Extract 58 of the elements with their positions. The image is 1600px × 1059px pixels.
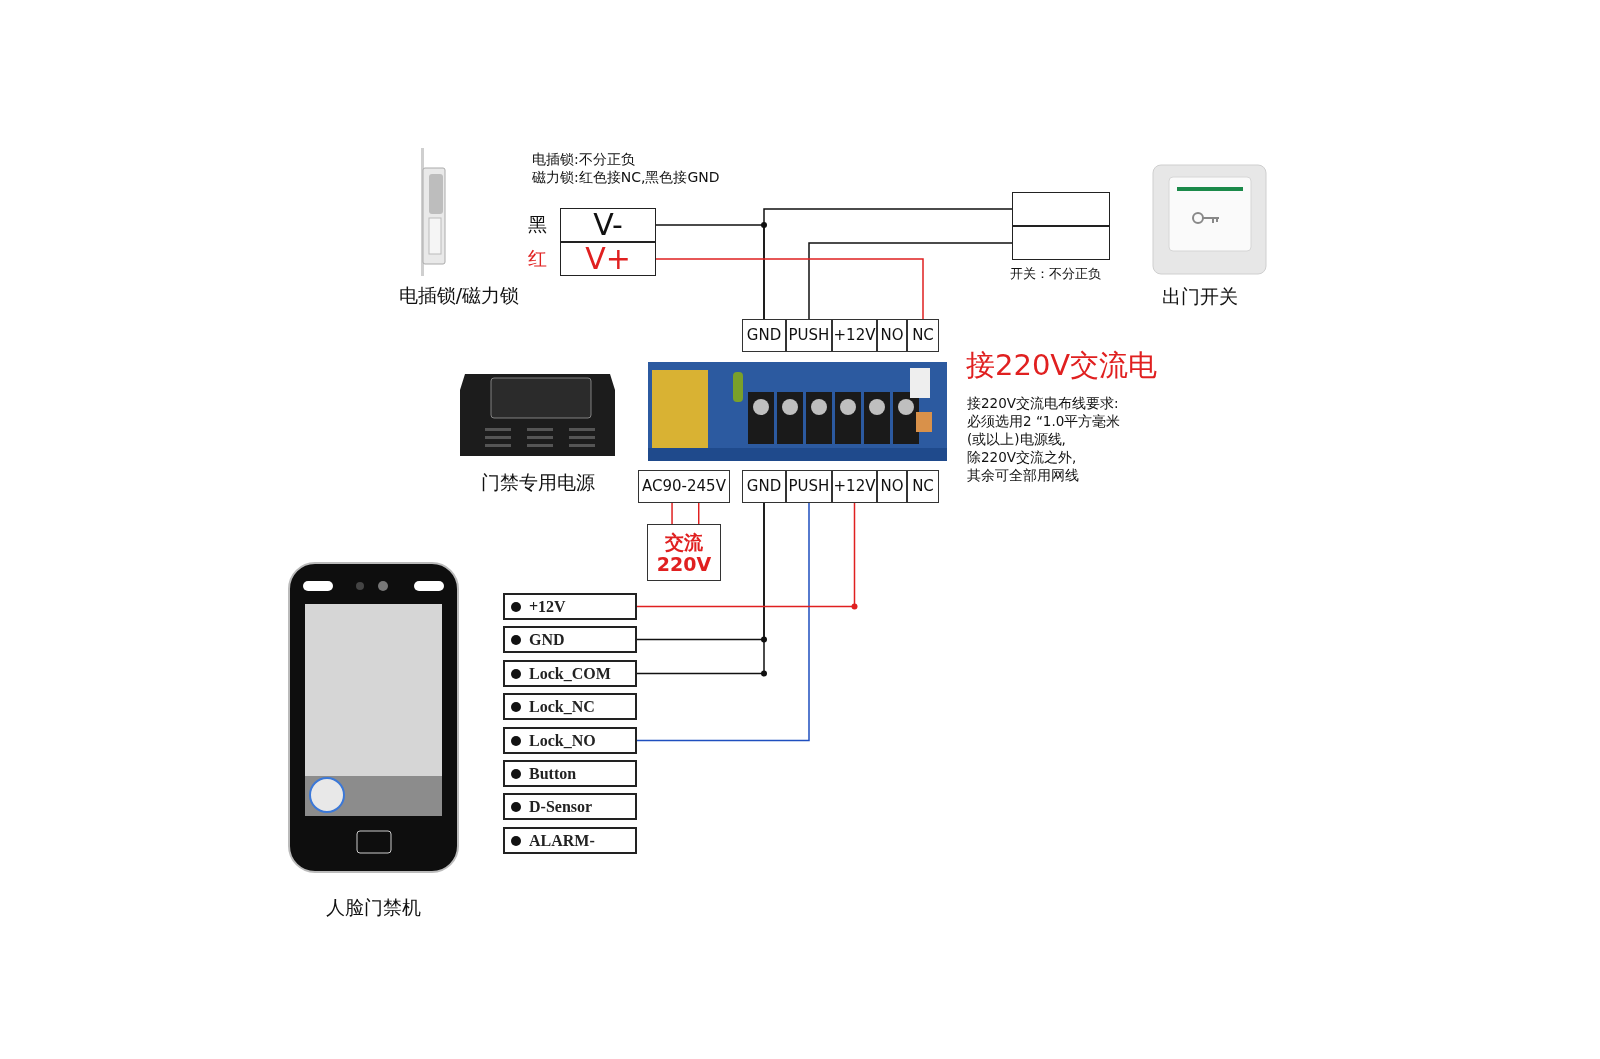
pin-terminal — [503, 660, 637, 687]
switch-terminal — [1012, 226, 1110, 260]
terminal-block: NC — [907, 319, 939, 352]
note-text: 接220V交流电布线要求: — [967, 394, 1119, 413]
pin-name: GND — [529, 629, 565, 650]
switch-terminal — [1012, 192, 1110, 226]
pin-terminal — [503, 827, 637, 854]
node-label: 门禁专用电源 — [479, 470, 596, 495]
pin-terminal — [503, 626, 637, 653]
wire — [697, 502, 700, 525]
node-label: 红 — [526, 246, 548, 271]
face-terminal-drawing — [287, 561, 460, 874]
terminal-block: PUSH — [786, 319, 832, 352]
pin-name: Lock_COM — [529, 663, 611, 684]
wire — [636, 502, 856, 608]
terminal-block: V+ — [560, 242, 656, 276]
pin-name: +12V — [529, 596, 566, 617]
pin-terminal — [503, 693, 637, 720]
terminal-block: V- — [560, 208, 656, 242]
pin-name: Lock_NC — [529, 696, 595, 717]
heading: 接220V交流电 — [966, 347, 1158, 384]
terminal-block: GND — [742, 470, 786, 503]
note-text: (或以上)电源线, — [967, 430, 1066, 449]
pin-terminal — [503, 593, 637, 620]
note-text: 磁力锁:红色接NC,黑色接GND — [532, 168, 720, 187]
node-label: 黑 — [526, 212, 548, 237]
pin-name: Button — [529, 763, 577, 784]
pin-terminal — [503, 760, 637, 787]
terminal-block: PUSH — [786, 470, 832, 503]
node-label: 人脸门禁机 — [325, 895, 422, 920]
node-label: 电插锁/磁力锁 — [397, 283, 521, 308]
wire — [808, 242, 1013, 320]
wire — [763, 208, 1013, 320]
terminal-block: +12V — [832, 470, 877, 503]
power-input-box: 交流 220V — [647, 524, 721, 581]
exit-button-drawing — [1151, 163, 1268, 276]
note-text: 电插锁:不分正负 — [532, 150, 635, 169]
wire — [636, 502, 765, 675]
pin-name: D-Sensor — [529, 796, 593, 817]
note-text: 必须选用2 “1.0平方毫米 — [967, 412, 1121, 431]
terminal-block: GND — [742, 319, 786, 352]
wire — [636, 502, 810, 742]
wire — [655, 258, 924, 320]
terminal-block: NO — [877, 470, 907, 503]
pin-terminal — [503, 727, 637, 754]
node-label: 开关：不分正负 — [1010, 265, 1102, 283]
note-text: 其余可全部用网线 — [967, 466, 1079, 485]
pin-terminal — [503, 793, 637, 820]
terminal-block: AC90-245V — [638, 470, 730, 503]
terminal-block: NC — [907, 470, 939, 503]
pin-name: Lock_NO — [529, 730, 596, 751]
wire — [671, 502, 673, 525]
node-label: 出门开关 — [1161, 284, 1239, 309]
terminal-block: NO — [877, 319, 907, 352]
note-text: 除220V交流之外, — [967, 448, 1077, 467]
circuit-board-drawing — [648, 362, 947, 461]
pin-name: ALARM- — [529, 830, 595, 851]
terminal-block: +12V — [832, 319, 877, 352]
